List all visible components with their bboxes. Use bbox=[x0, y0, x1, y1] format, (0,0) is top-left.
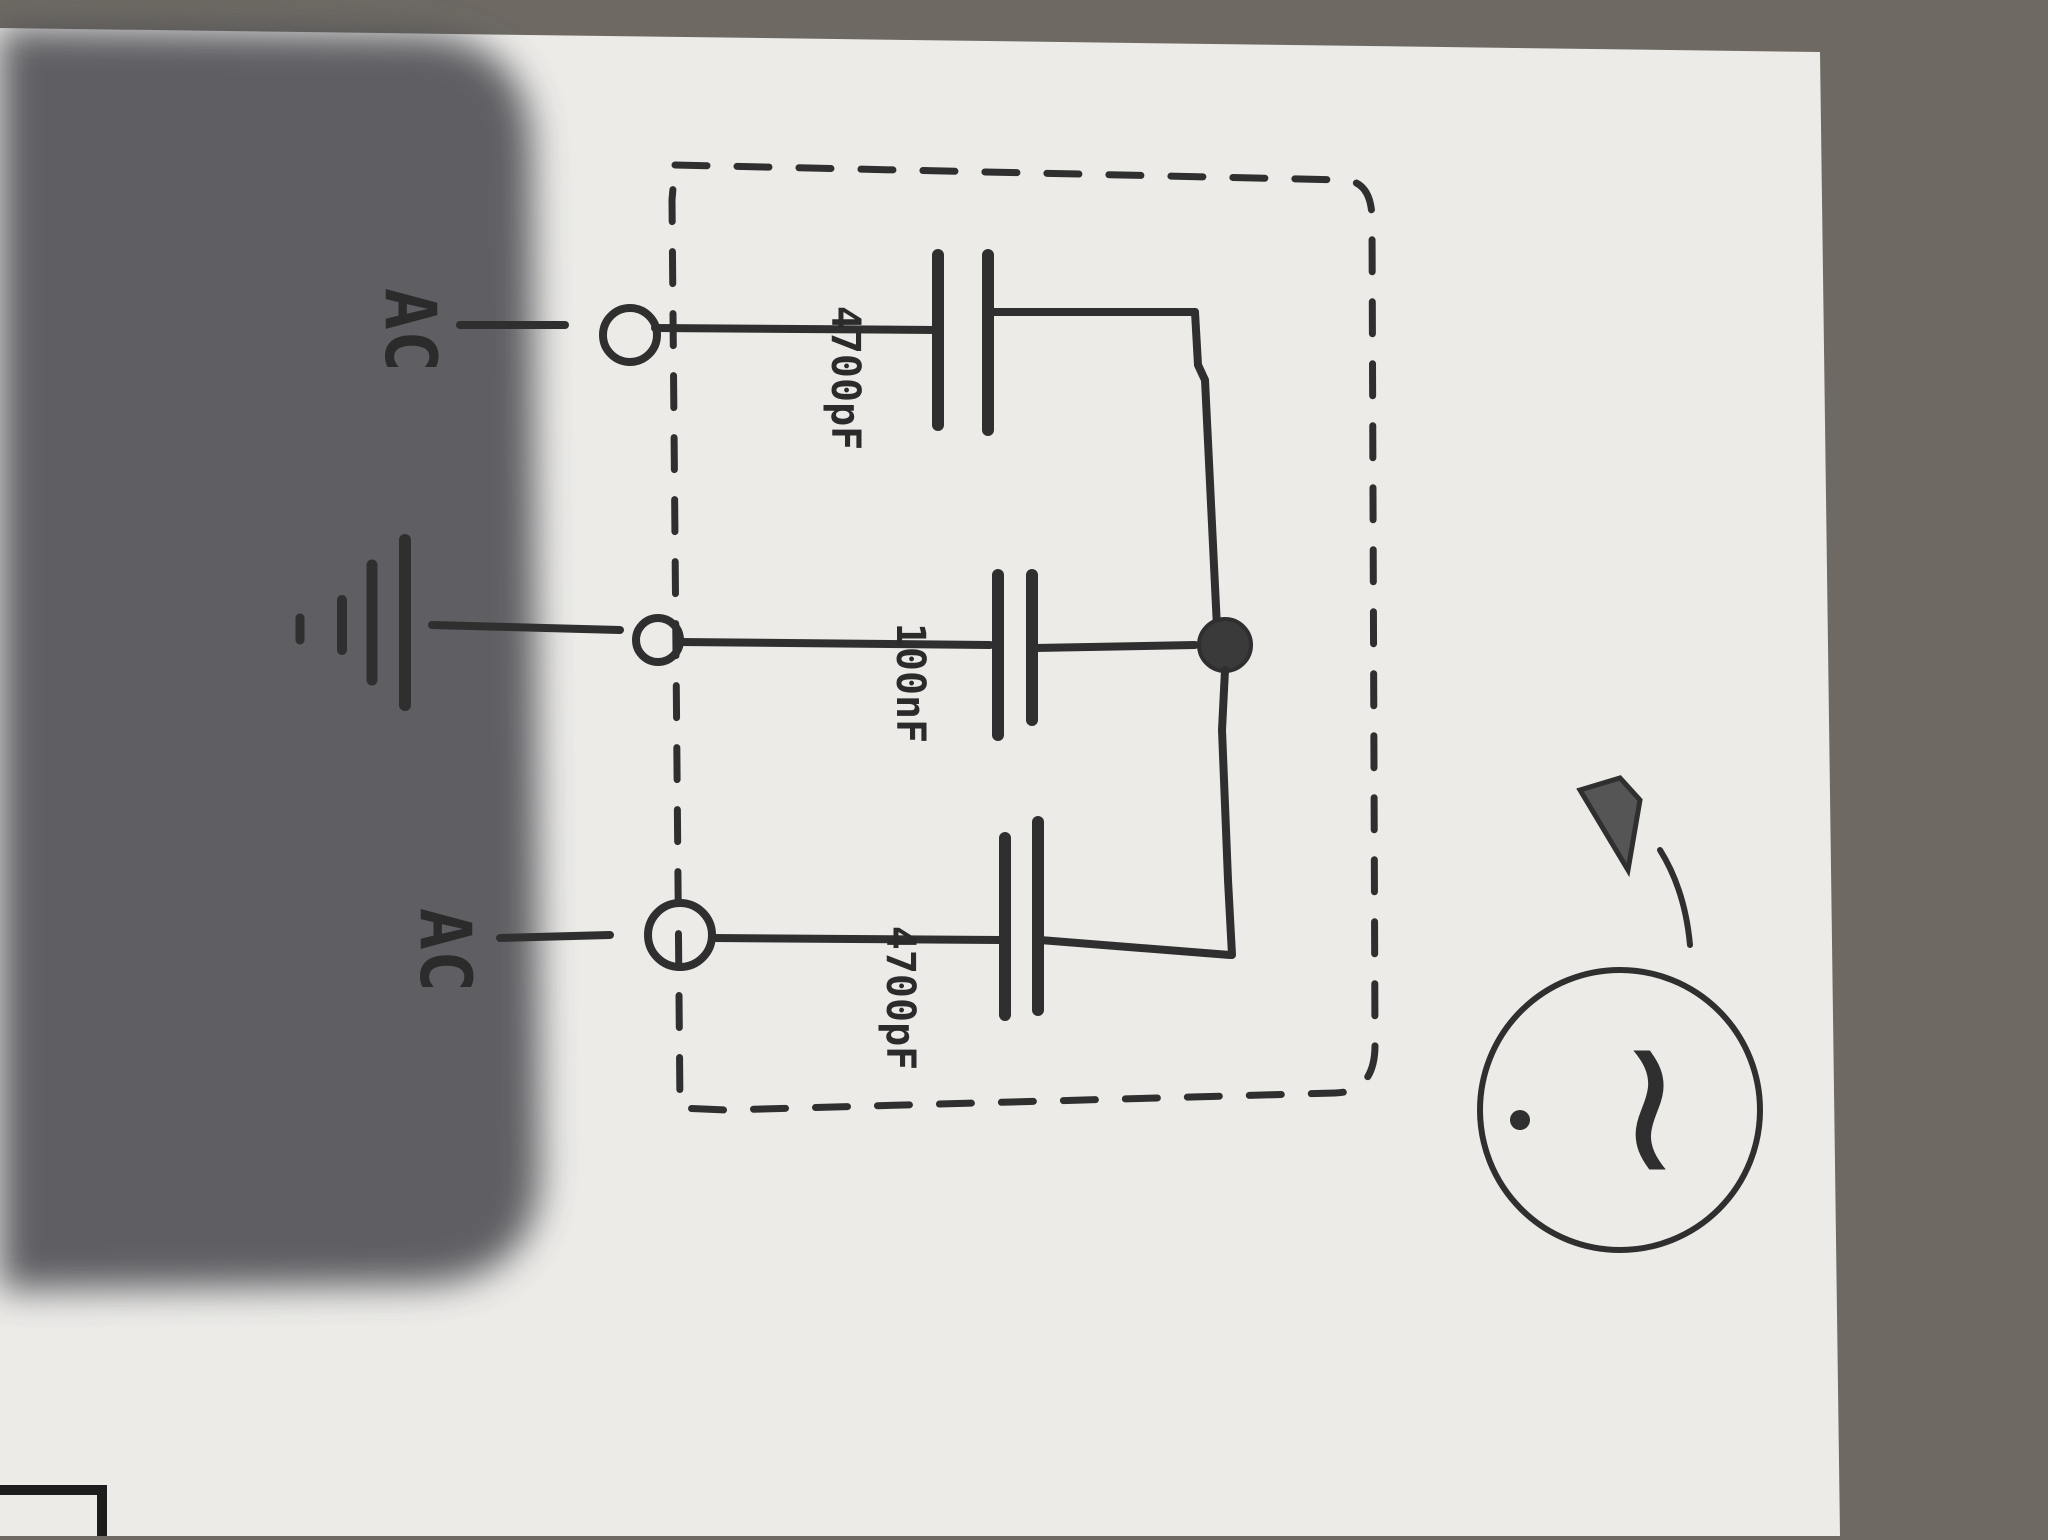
terminal-top bbox=[599, 304, 661, 366]
ac-source-icon bbox=[1477, 967, 1763, 1253]
terminal-label-bottom: AC bbox=[404, 907, 486, 993]
junction-node bbox=[1197, 617, 1253, 673]
capacitor-label-c2: 100nF bbox=[887, 622, 933, 744]
capacitor-label-c3: 4700pF bbox=[877, 925, 923, 1071]
ac-source-glyph: ~ bbox=[1545, 1030, 1766, 1189]
enclosure-box bbox=[668, 161, 1379, 1114]
capacitor-label-c1: 4700pF bbox=[822, 305, 868, 451]
terminal-label-top: AC bbox=[369, 287, 451, 373]
schematic bbox=[295, 161, 1763, 1253]
box-fragment bbox=[0, 1485, 107, 1536]
shadow-region bbox=[0, 28, 541, 1290]
